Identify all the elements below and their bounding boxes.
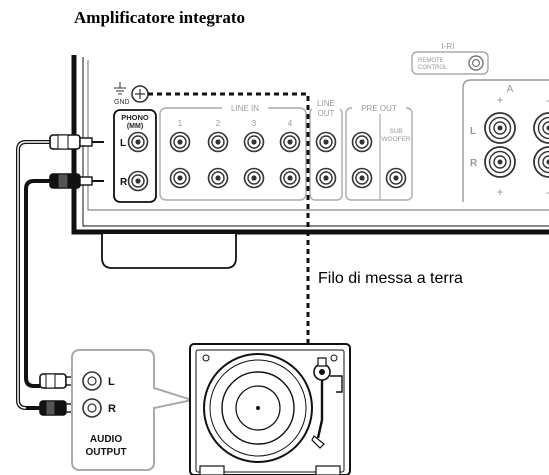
speaker-a-label: A <box>507 84 514 95</box>
audio-label: AUDIO <box>90 434 122 445</box>
line-out-group: LINE OUT <box>309 98 343 201</box>
ground-wire-label: Filo di messa a terra <box>318 270 463 287</box>
output-label: OUTPUT <box>85 447 126 458</box>
line-in-label: LINE IN <box>231 104 259 113</box>
speaker-minus-top: - <box>546 93 549 107</box>
speaker-plus-top: + <box>496 93 503 107</box>
phono-r-jack <box>127 170 149 192</box>
diagram-title: Amplificatore integrato <box>74 8 246 27</box>
speaker-plus-bottom: + <box>496 185 503 199</box>
woofer-label: WOOFER <box>381 136 411 143</box>
line-in-number-2: 2 <box>216 119 221 128</box>
line-in-group: LINE IN 1 2 3 4 <box>159 102 307 201</box>
gnd-terminal: GND <box>114 82 149 106</box>
remote-label-1: REMOTE <box>418 58 444 64</box>
pre-out-group: PRE OUT SUB WOOFER <box>345 102 413 201</box>
remote-port-label: I-RI <box>442 42 455 51</box>
speaker-r-label: R <box>470 158 478 169</box>
turntable <box>189 343 351 475</box>
phono-r-label: R <box>120 177 128 188</box>
ground-symbol-icon <box>114 82 126 95</box>
phono-l-jack <box>127 131 149 153</box>
pre-out-label: PRE OUT <box>361 104 397 113</box>
line-in-number-3: 3 <box>252 119 257 128</box>
phono-label: PHONO <box>121 113 149 122</box>
audio-output-panel: L R AUDIO OUTPUT <box>71 349 196 471</box>
output-r-label: R <box>108 403 116 415</box>
amp-plug-l <box>49 134 104 150</box>
speaker-l-label: L <box>470 126 476 137</box>
headshell <box>311 435 325 449</box>
tonearm <box>316 380 324 439</box>
speaker-minus-bottom: - <box>546 185 549 199</box>
audio-cables <box>16 134 104 416</box>
amplifier-rear-panel <box>71 55 549 269</box>
gnd-label: GND <box>114 99 130 106</box>
speaker-terminals: A + - L R + - <box>462 79 549 202</box>
phono-mm-label: (MM) <box>127 123 143 130</box>
amplifier-foot <box>101 234 237 269</box>
output-l-label: L <box>108 376 115 388</box>
line-in-number-4: 4 <box>288 119 293 128</box>
remote-label-2: CONTROL <box>418 65 448 71</box>
amp-plug-r <box>49 173 104 189</box>
phono-l-label: L <box>120 138 126 149</box>
sub-label: SUB <box>389 128 402 135</box>
line-out-label: LINE <box>317 99 335 108</box>
cable-r <box>24 179 50 388</box>
phono-inputs: PHONO (MM) L R <box>113 109 157 203</box>
line-out-sub-label: OUT <box>318 109 335 118</box>
remote-control-port: I-RI REMOTE CONTROL <box>411 42 489 75</box>
line-in-number-1: 1 <box>178 119 183 128</box>
